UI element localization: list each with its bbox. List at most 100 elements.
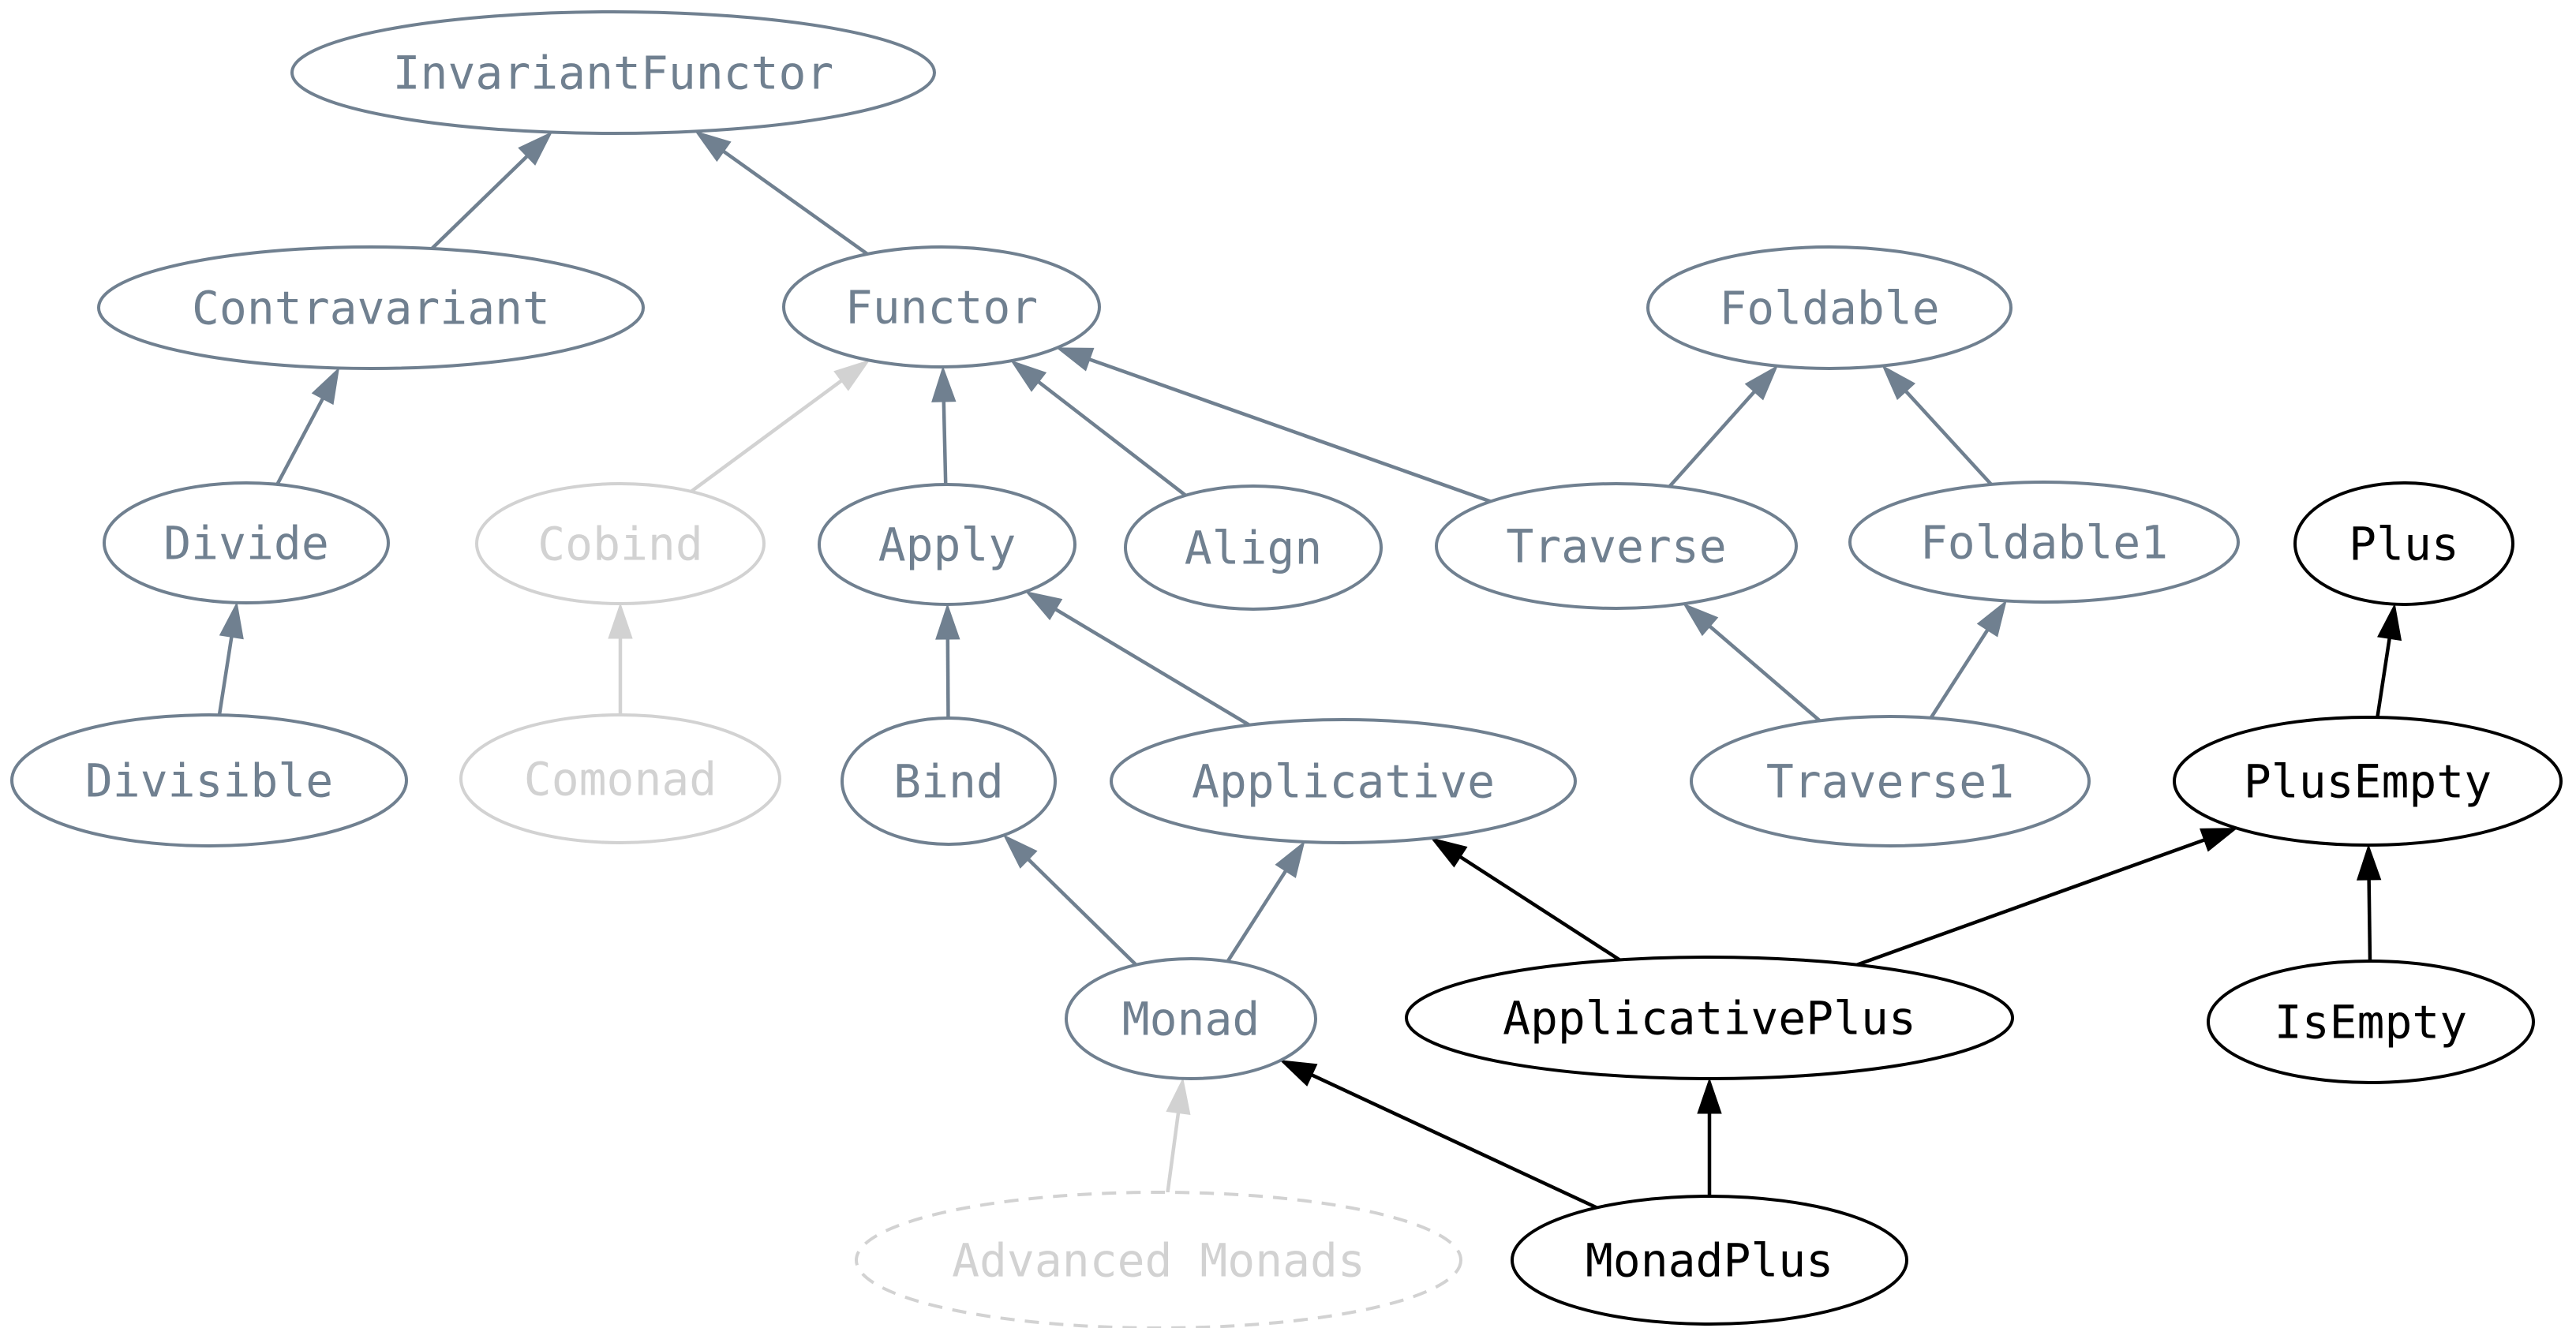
node-label-MonadPlus: MonadPlus xyxy=(1586,1234,1833,1288)
edge-line-Monad-to-Bind xyxy=(1026,857,1137,967)
node-ellipse-InvariantFunctor xyxy=(290,10,936,135)
node-IsEmpty: IsEmpty xyxy=(2207,960,2535,1084)
arrowhead-icon-Foldable1-to-Foldable xyxy=(1881,365,1916,401)
node-label-Cobind: Cobind xyxy=(537,518,703,571)
arrowhead-icon-Traverse1-to-Foldable1 xyxy=(1976,600,2007,638)
edge-line-Foldable1-to-Foldable xyxy=(1904,389,1993,486)
node-ellipse-Align xyxy=(1124,484,1383,611)
node-Comonad: Comonad xyxy=(459,713,781,844)
node-Contravariant: Contravariant xyxy=(97,245,645,370)
edge-Monad-to-Bind xyxy=(1002,834,1137,967)
edge-Bind-to-Apply xyxy=(935,603,960,719)
arrowhead-icon-MonadPlus-to-Monad xyxy=(1279,1060,1318,1087)
node-ellipse-Contravariant xyxy=(97,245,645,370)
edges-layer xyxy=(217,130,2402,1210)
node-label-Contravariant: Contravariant xyxy=(192,282,550,335)
node-Divide: Divide xyxy=(103,481,390,604)
arrowhead-icon-Bind-to-Apply xyxy=(935,603,960,640)
node-InvariantFunctor: InvariantFunctor xyxy=(290,10,936,135)
edge-line-Traverse-to-Functor xyxy=(1088,357,1492,503)
edge-AdvancedMonads-to-Monad xyxy=(1166,1077,1191,1193)
edge-ApplicativePlus-to-PlusEmpty xyxy=(1856,828,2238,967)
node-ellipse-Traverse xyxy=(1435,482,1798,610)
node-ellipse-Functor xyxy=(782,245,1101,368)
node-label-Align: Align xyxy=(1185,522,1323,575)
edge-Traverse-to-Functor xyxy=(1055,347,1492,503)
node-label-PlusEmpty: PlusEmpty xyxy=(2244,755,2492,809)
node-Divisible: Divisible xyxy=(10,713,408,847)
arrowhead-icon-Contravariant-to-InvariantFunctor xyxy=(518,131,553,166)
arrowhead-icon-Comonad-to-Cobind xyxy=(608,602,633,639)
arrowhead-icon-Align-to-Functor xyxy=(1010,360,1047,392)
node-ellipse-IsEmpty xyxy=(2207,960,2535,1084)
edge-Foldable1-to-Foldable xyxy=(1881,365,1993,486)
edge-Contravariant-to-InvariantFunctor xyxy=(430,131,553,250)
arrowhead-icon-Divisible-to-Divide xyxy=(219,601,244,640)
node-ellipse-Cobind xyxy=(475,482,766,605)
arrowhead-icon-ApplicativePlus-to-Applicative xyxy=(1430,837,1468,868)
node-PlusEmpty: PlusEmpty xyxy=(2173,716,2563,847)
node-ellipse-MonadPlus xyxy=(1511,1195,1908,1326)
node-ellipse-Plus xyxy=(2293,481,2514,606)
edge-Applicative-to-Apply xyxy=(1024,590,1250,727)
node-ellipse-Comonad xyxy=(459,713,781,844)
edge-line-ApplicativePlus-to-Applicative xyxy=(1458,855,1621,962)
edge-line-Divisible-to-Divide xyxy=(217,634,234,716)
node-label-Bind: Bind xyxy=(893,755,1004,809)
node-ellipse-Foldable xyxy=(1646,245,2012,370)
node-label-Monad: Monad xyxy=(1122,993,1260,1046)
edge-line-Traverse1-to-Foldable1 xyxy=(1929,627,1990,719)
edge-MonadPlus-to-Monad xyxy=(1279,1060,1598,1210)
arrowhead-icon-AdvancedMonads-to-Monad xyxy=(1166,1077,1191,1116)
node-label-Foldable1: Foldable1 xyxy=(1920,516,2168,570)
arrowhead-icon-PlusEmpty-to-Plus xyxy=(2377,603,2402,642)
node-label-Applicative: Applicative xyxy=(1192,755,1495,809)
node-label-Traverse1: Traverse1 xyxy=(1766,755,2014,809)
arrowhead-icon-IsEmpty-to-PlusEmpty xyxy=(2356,844,2382,881)
node-ellipse-Applicative xyxy=(1110,718,1577,844)
arrowhead-icon-Monad-to-Bind xyxy=(1002,834,1038,869)
node-ellipse-Bind xyxy=(841,716,1057,846)
node-label-AdvancedMonads: Advanced Monads xyxy=(952,1234,1365,1288)
edge-Apply-to-Functor xyxy=(931,365,957,485)
node-ellipse-Divide xyxy=(103,481,390,604)
node-label-Functor: Functor xyxy=(845,281,1038,335)
edge-Align-to-Functor xyxy=(1010,360,1187,497)
arrowhead-icon-Cobind-to-Functor xyxy=(833,359,871,391)
node-ellipse-Apply xyxy=(818,483,1076,606)
edge-line-Contravariant-to-InvariantFunctor xyxy=(430,154,530,250)
node-label-Divisible: Divisible xyxy=(85,754,333,808)
node-Foldable: Foldable xyxy=(1646,245,2012,370)
edge-Divisible-to-Divide xyxy=(217,601,244,716)
edge-line-Monad-to-Applicative xyxy=(1226,869,1288,963)
edge-line-Cobind-to-Functor xyxy=(690,378,844,493)
node-ellipse-AdvancedMonads xyxy=(855,1191,1462,1328)
edge-line-Functor-to-InvariantFunctor xyxy=(721,149,869,256)
node-label-Foldable: Foldable xyxy=(1719,282,1939,335)
edge-Traverse-to-Foldable xyxy=(1668,365,1779,488)
edge-Comonad-to-Cobind xyxy=(608,602,633,715)
node-Applicative: Applicative xyxy=(1110,718,1577,844)
node-Plus: Plus xyxy=(2293,481,2514,606)
arrowhead-icon-ApplicativePlus-to-PlusEmpty xyxy=(2200,828,2238,852)
node-Apply: Apply xyxy=(818,483,1076,606)
edge-line-PlusEmpty-to-Plus xyxy=(2376,636,2392,718)
arrowhead-icon-Monad-to-Applicative xyxy=(1275,840,1305,878)
edge-Divide-to-Contravariant xyxy=(275,367,340,485)
node-ellipse-Foldable1 xyxy=(1848,481,2240,604)
edge-Monad-to-Applicative xyxy=(1226,840,1305,963)
node-label-InvariantFunctor: InvariantFunctor xyxy=(393,47,834,100)
node-ellipse-Monad xyxy=(1065,957,1317,1080)
arrowhead-icon-MonadPlus-to-ApplicativePlus xyxy=(1697,1077,1722,1114)
edge-IsEmpty-to-PlusEmpty xyxy=(2356,844,2382,962)
edge-line-Align-to-Functor xyxy=(1036,380,1187,497)
edge-Traverse1-to-Traverse xyxy=(1683,603,1822,723)
edge-line-MonadPlus-to-Monad xyxy=(1309,1072,1598,1210)
node-label-Divide: Divide xyxy=(163,517,329,570)
node-ellipse-PlusEmpty xyxy=(2173,716,2563,847)
edge-Functor-to-InvariantFunctor xyxy=(694,130,869,256)
edge-line-Traverse1-to-Traverse xyxy=(1707,623,1822,723)
node-ellipse-Divisible xyxy=(10,713,408,847)
node-label-Comonad: Comonad xyxy=(524,753,717,806)
